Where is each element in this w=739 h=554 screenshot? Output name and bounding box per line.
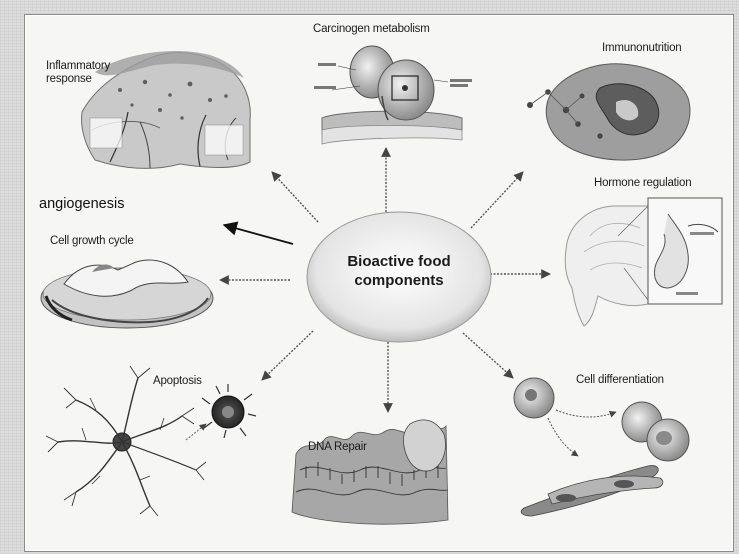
cell-growth-cycle-label: Cell growth cycle (50, 235, 134, 247)
inflammatory-response-label: Inflammatory response (46, 60, 110, 86)
neuron-apoptosis-illustration (46, 366, 256, 516)
center-title-line1: Bioactive food (309, 252, 489, 271)
hormone-regulation-illustration (565, 198, 722, 326)
arrow-to-angiogenesis (224, 225, 293, 244)
immunonutrition-label: Immunonutrition (602, 42, 681, 54)
inflammatory-label-line2: response (46, 73, 110, 86)
dna-repair-label: DNA Repair (308, 441, 367, 453)
center-title: Bioactive food components (309, 252, 489, 290)
immunonutrition-illustration (527, 64, 690, 160)
arrow-to-apoptosis (262, 331, 313, 380)
hormone-regulation-label: Hormone regulation (594, 177, 691, 189)
arrow-to-cell-differentiation (463, 333, 513, 378)
inflammatory-label-line1: Inflammatory (46, 60, 110, 73)
angiogenesis-label: angiogenesis (39, 196, 124, 212)
apoptosis-label: Apoptosis (153, 375, 202, 387)
arrow-to-inflammatory (272, 172, 318, 222)
cell-differentiation-illustration (514, 378, 689, 516)
cell-growth-cycle-illustration (41, 260, 213, 328)
cell-differentiation-label: Cell differentiation (576, 374, 664, 386)
arrow-to-immunonutrition (471, 172, 523, 228)
carcinogen-metabolism-label: Carcinogen metabolism (313, 23, 430, 35)
center-title-line2: components (309, 271, 489, 290)
dna-repair-illustration (292, 420, 448, 524)
carcinogen-metabolism-illustration (314, 46, 472, 144)
